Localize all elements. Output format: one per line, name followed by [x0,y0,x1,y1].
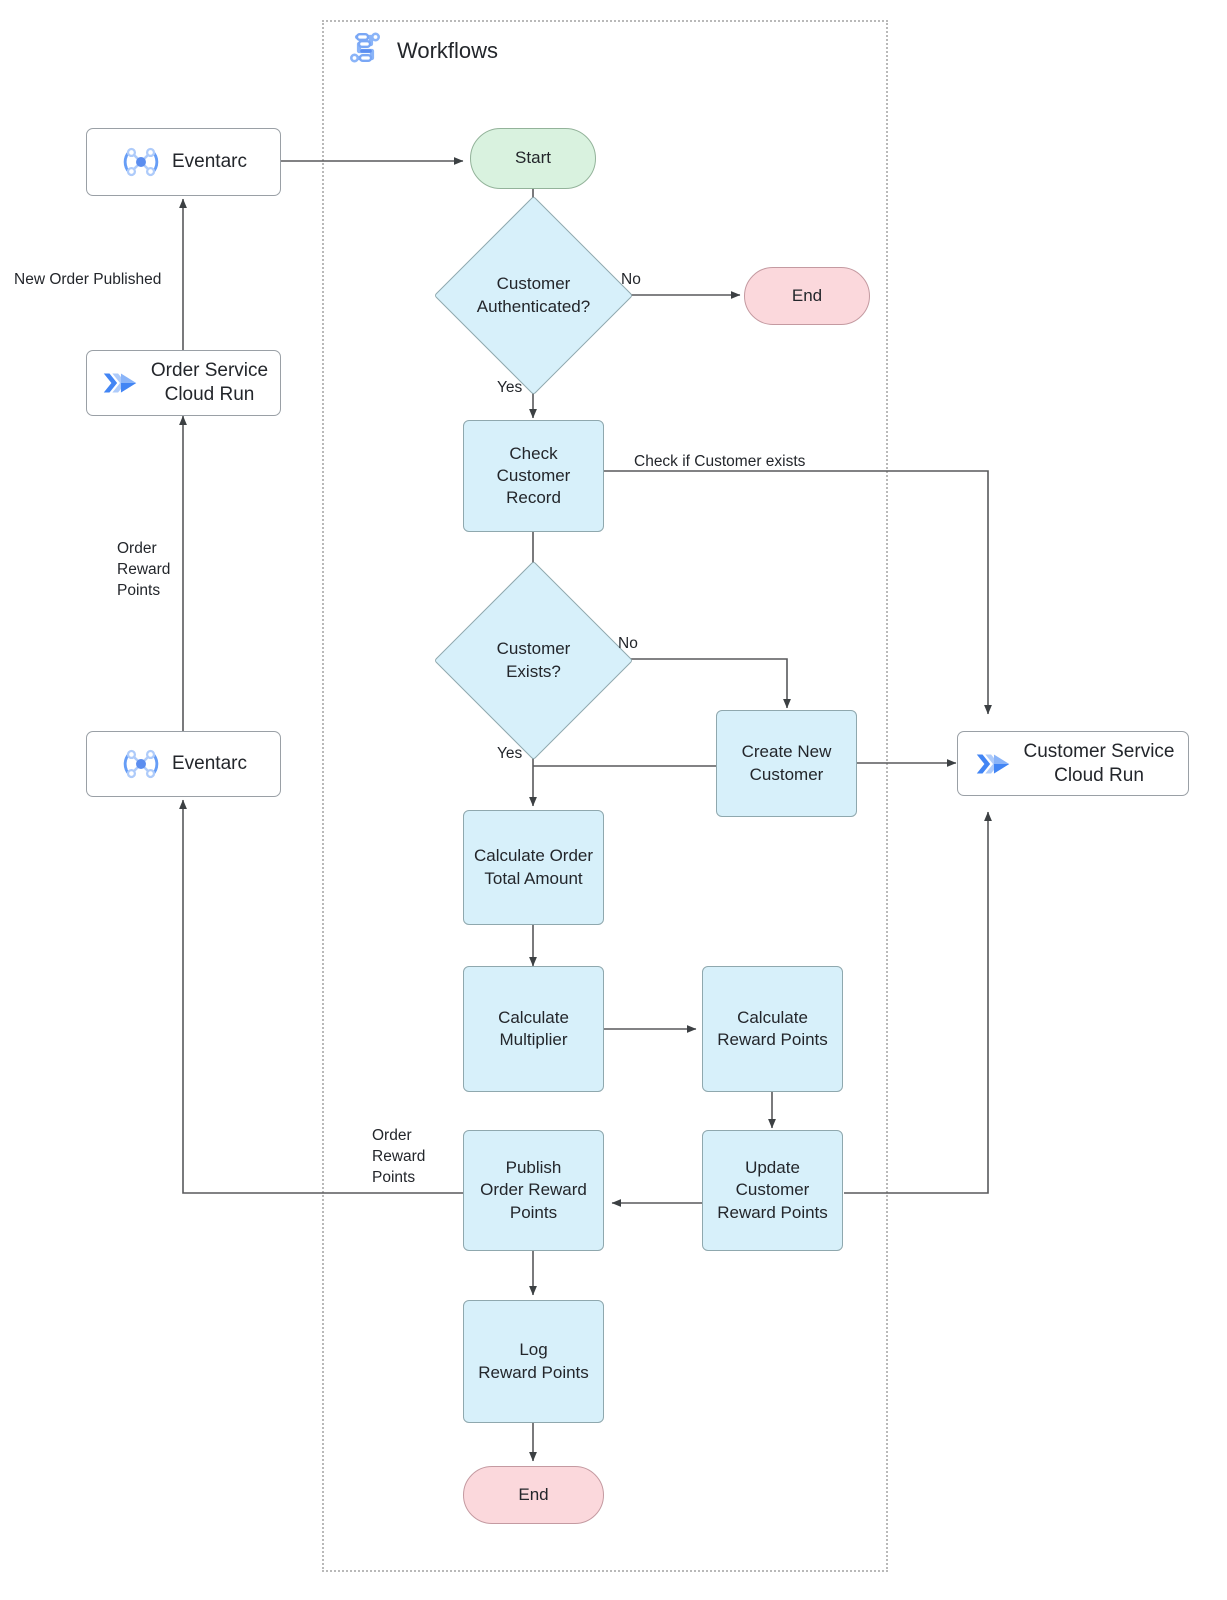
workflows-group-label: Workflows [397,37,499,63]
node-create-new-customer[interactable]: Create New Customer [716,710,857,817]
service-customer-service-cloud-run[interactable]: Customer Service Cloud Run [957,731,1189,796]
service-customer-service-label: Customer Service Cloud Run [1023,740,1175,786]
node-publish-order-reward-points-label: Publish Order Reward Points [480,1158,587,1222]
service-eventarc-top[interactable]: Eventarc [86,128,281,196]
edge-label-new-order-published: New Order Published [14,271,162,288]
node-calculate-order-total[interactable]: Calculate Order Total Amount [463,810,604,925]
service-eventarc-bottom-label: Eventarc [172,753,247,775]
cloudrun-icon [972,743,1014,785]
workflows-icon [345,28,385,73]
node-publish-order-reward-points[interactable]: Publish Order Reward Points [463,1130,604,1251]
cloudrun-icon [99,362,141,404]
eventarc-icon [120,141,162,183]
node-end-auth[interactable]: End [744,267,870,325]
service-eventarc-bottom[interactable]: Eventarc [86,731,281,797]
node-end-final-label: End [518,1484,549,1504]
node-check-customer-record[interactable]: Check Customer Record [463,420,604,532]
node-calculate-multiplier-label: Calculate Multiplier [498,1007,569,1049]
edge-label-exists-yes: Yes [497,745,523,762]
node-end-final[interactable]: End [463,1466,604,1524]
node-customer-authenticated-label: Customer Authenticated? [476,274,591,316]
node-log-reward-points[interactable]: Log Reward Points [463,1300,604,1423]
eventarc-icon [120,743,162,785]
node-check-customer-record-label: Check Customer Record [496,443,571,508]
workflows-group-container [322,20,888,1572]
node-end-auth-label: End [791,285,823,305]
node-customer-exists-label: Customer Exists? [496,639,571,681]
node-update-customer-reward-points-label: Update Customer Reward Points [717,1158,828,1222]
node-create-new-customer-label: Create New Customer [741,742,832,784]
service-order-service-label: Order Service Cloud Run [150,360,269,405]
service-eventarc-top-label: Eventarc [172,151,247,173]
edge-label-auth-no: No [621,271,641,288]
node-calculate-order-total-label: Calculate Order Total Amount [473,846,594,888]
edge-label-order-reward-points-bottom: Order Reward Points [372,1127,426,1186]
edge-label-check-if-customer-exists: Check if Customer exists [634,453,806,470]
node-calculate-multiplier[interactable]: Calculate Multiplier [463,966,604,1092]
node-calculate-reward-points[interactable]: Calculate Reward Points [702,966,843,1092]
node-customer-exists[interactable]: Customer Exists? [433,560,634,761]
node-start-label: Start [515,148,551,168]
edge-label-auth-yes: Yes [497,379,523,396]
edge-label-order-reward-points-left: Order Reward Points [117,540,171,599]
node-calculate-reward-points-label: Calculate Reward Points [717,1007,828,1049]
node-update-customer-reward-points[interactable]: Update Customer Reward Points [702,1130,843,1251]
edge-label-exists-no: No [618,635,638,652]
node-start[interactable]: Start [470,128,596,189]
service-order-service-cloud-run[interactable]: Order Service Cloud Run [86,350,281,416]
workflows-group-title: Workflows [345,28,498,73]
node-customer-authenticated[interactable]: Customer Authenticated? [433,195,634,396]
node-log-reward-points-label: Log Reward Points [478,1340,589,1382]
